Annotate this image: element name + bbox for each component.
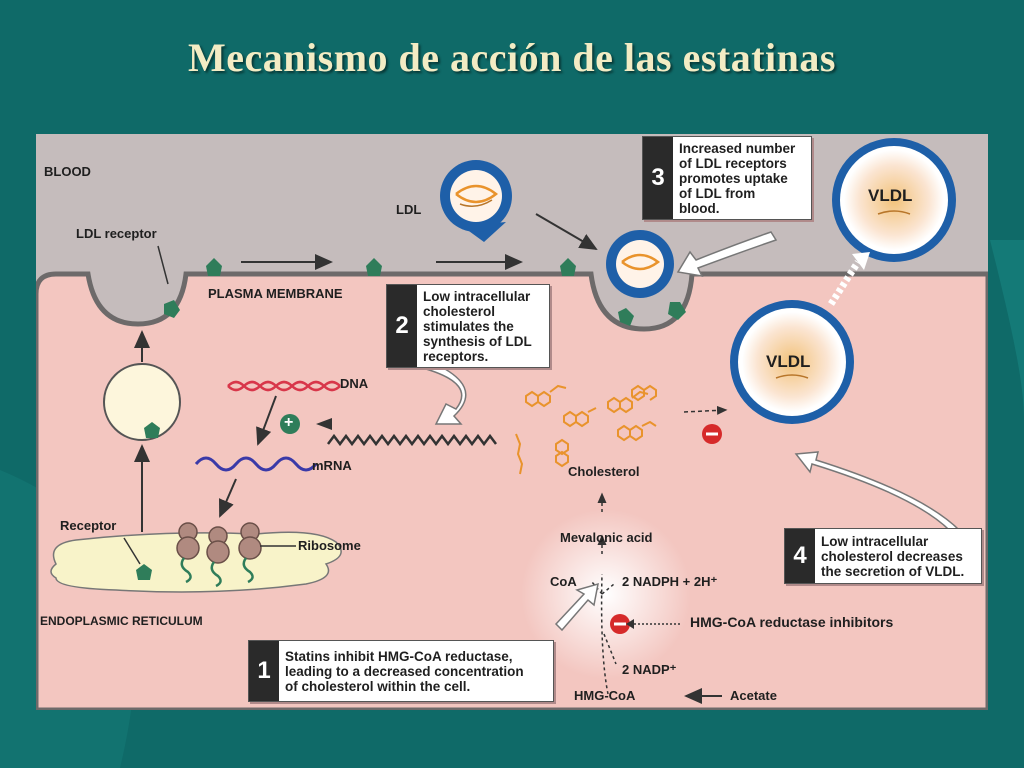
callout-3-text: Increased number of LDL receptors promot… — [679, 140, 796, 216]
ldl-particle — [440, 160, 512, 242]
label-mrna: mRNA — [312, 458, 352, 473]
ribosomes — [176, 522, 262, 564]
label-hmg-coa: HMG-CoA — [574, 688, 636, 703]
label-cholesterol: Cholesterol — [568, 464, 640, 479]
label-nadp: 2 NADP⁺ — [622, 662, 677, 677]
callout-1-number: 1 — [249, 641, 279, 701]
dna-helix — [227, 380, 341, 392]
callout-1-text: Statins inhibit HMG-CoA reductase, leadi… — [285, 648, 524, 694]
callout-arrows — [424, 231, 978, 632]
label-acetate: Acetate — [730, 688, 777, 703]
membrane-receptors — [164, 258, 686, 326]
stimulation-arrow — [327, 433, 497, 447]
label-vldl-mid: VLDL — [766, 352, 811, 371]
reaction-glow — [521, 509, 691, 679]
callout-1: 1 Statins inhibit HMG-CoA reductase, lea… — [248, 640, 554, 702]
label-ldl: LDL — [396, 202, 422, 217]
statin-mechanism-diagram: BLOOD LDL LDL receptor PLASMA MEMBRANE D… — [36, 134, 988, 710]
cholesterol-molecules — [515, 384, 657, 475]
slide-title: Mecanismo de acción de las estatinas — [188, 35, 836, 80]
label-vldl-top: VLDL — [868, 186, 913, 205]
callout-3-number: 3 — [643, 137, 673, 219]
label-plasma-membrane: PLASMA MEMBRANE — [208, 286, 343, 301]
secretion-arrow — [828, 252, 870, 306]
label-ribosome: Ribosome — [298, 538, 361, 553]
callout-3: 3 Increased number of LDL receptors prom… — [642, 136, 812, 220]
label-endoplasmic-reticulum: ENDOPLASMIC RETICULUM — [40, 614, 203, 628]
label-nadph: 2 NADPH + 2H⁺ — [622, 574, 718, 589]
label-dna: DNA — [340, 376, 369, 391]
plus-symbol-circle — [280, 414, 300, 434]
callout-2-number: 2 — [387, 285, 417, 367]
vldl-secreted — [832, 138, 956, 262]
ldl-bound — [606, 230, 674, 298]
callout-4-text: Low intracellular cholesterol decreases … — [821, 533, 965, 579]
mrna-strand — [194, 456, 318, 472]
label-coa: CoA — [550, 574, 577, 589]
label-mevalonic-acid: Mevalonic acid — [560, 530, 653, 545]
callout-2: 2 Low intracellular cholesterol stimulat… — [386, 284, 550, 368]
label-hmg-inhibitors: HMG-CoA reductase inhibitors — [690, 614, 894, 630]
vldl-intracellular — [730, 300, 854, 424]
callout-4: 4 Low intracellular cholesterol decrease… — [784, 528, 982, 584]
label-ldl-receptor: LDL receptor — [76, 226, 157, 241]
callout-4-number: 4 — [785, 529, 815, 583]
label-blood: BLOOD — [44, 164, 91, 179]
endoplasmic-reticulum — [50, 531, 342, 593]
endocytic-vesicle — [103, 363, 181, 441]
callout-2-text: Low intracellular cholesterol stimulates… — [423, 288, 532, 364]
diagram-canvas — [36, 134, 988, 710]
label-receptor: Receptor — [60, 518, 117, 533]
plus-symbol: + — [284, 414, 294, 431]
